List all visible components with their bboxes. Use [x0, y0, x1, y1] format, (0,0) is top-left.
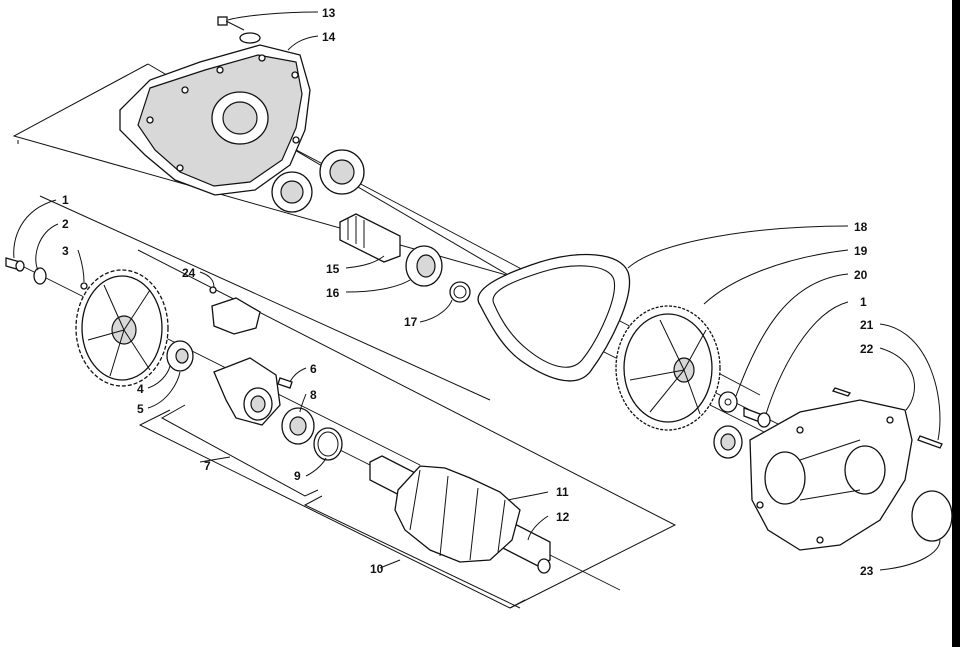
cap-23-part — [911, 490, 953, 542]
callout-labels: 13 14 1 2 3 24 4 5 6 8 7 9 10 11 12 15 1… — [62, 6, 874, 578]
bolt-6-part — [277, 377, 293, 389]
drive-belt-18-part — [477, 254, 631, 382]
callout-7: 7 — [204, 459, 211, 473]
bearing-upper-left-part — [271, 171, 313, 213]
callout-12: 12 — [556, 510, 570, 524]
callout-13: 13 — [322, 6, 336, 20]
callout-11: 11 — [556, 485, 569, 499]
bearing-housing-7-part — [213, 357, 281, 426]
callout-19: 19 — [854, 244, 868, 258]
callout-14: 14 — [322, 30, 336, 44]
right-cover-part — [749, 399, 913, 551]
bearing-lower-right-part — [713, 425, 743, 459]
callout-1-right: 1 — [860, 295, 867, 309]
callout-24: 24 — [182, 266, 196, 280]
splined-shaft-15-part — [339, 213, 401, 263]
bolt-1-right-part — [743, 407, 771, 428]
snap-ring-17-part — [449, 281, 471, 303]
washer-2-part — [33, 267, 47, 285]
bearing-upper-right-part — [319, 149, 365, 195]
o-ring-9-part — [313, 427, 343, 461]
callout-9: 9 — [294, 469, 301, 483]
callout-20: 20 — [854, 268, 868, 282]
callout-1-left: 1 — [62, 193, 69, 207]
leader-lines — [13, 11, 941, 571]
chaincase-cover-part — [119, 44, 311, 196]
callout-15: 15 — [326, 262, 340, 276]
screw-22-part — [831, 387, 852, 397]
callout-2: 2 — [62, 217, 69, 231]
callout-22: 22 — [860, 342, 874, 356]
callout-18: 18 — [854, 220, 868, 234]
gear-16-part — [405, 245, 443, 287]
callout-16: 16 — [326, 286, 340, 300]
callout-21: 21 — [860, 318, 874, 332]
callout-8: 8 — [310, 388, 317, 402]
bolt-1-left-part — [5, 257, 25, 272]
callout-4: 4 — [137, 382, 144, 396]
callout-3: 3 — [62, 244, 69, 258]
brake-disc-4-part — [75, 269, 169, 387]
screw-21-part — [917, 435, 943, 449]
washer-20-part — [718, 391, 738, 413]
callout-10: 10 — [370, 562, 384, 576]
bearing-8-part — [281, 407, 315, 445]
callout-6: 6 — [310, 362, 317, 376]
sprocket-19-part — [615, 305, 721, 431]
caliper-bracket-24-part — [209, 286, 261, 335]
drive-shaft-11-12-part — [369, 455, 551, 574]
screw-3-part — [80, 282, 88, 290]
callout-5: 5 — [137, 402, 144, 416]
callout-23: 23 — [860, 564, 874, 578]
callout-17: 17 — [404, 315, 418, 329]
bolt-13-part — [217, 16, 261, 44]
hub-5-part — [166, 340, 194, 372]
edge-bar — [952, 0, 960, 647]
